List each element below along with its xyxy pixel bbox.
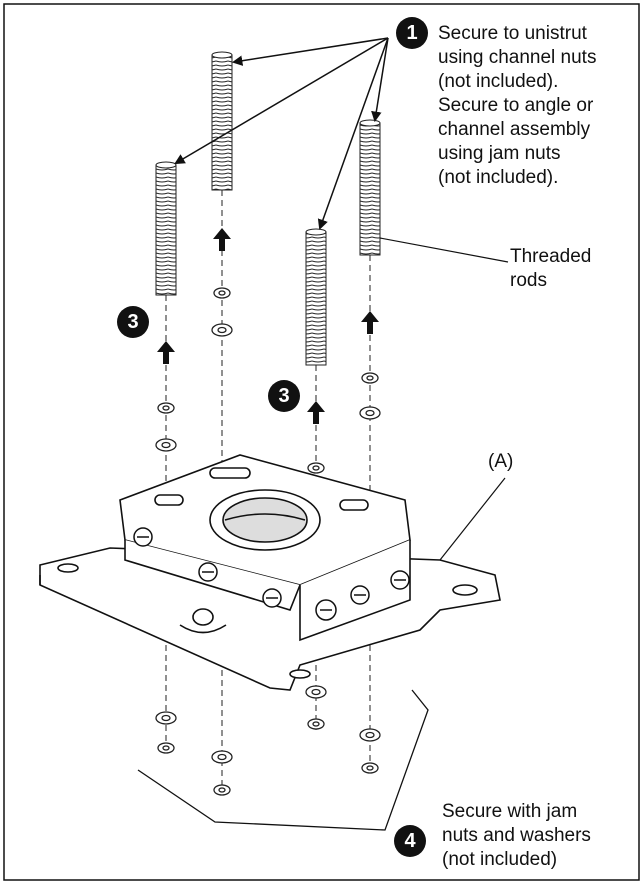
part-a-leader (439, 477, 506, 561)
step4-bracket (137, 689, 429, 831)
step1-badge: 1 (396, 17, 428, 49)
up-arrows (157, 228, 379, 424)
step4-text: Secure with jam nuts and washers (not in… (442, 801, 591, 870)
threaded-rod-1 (211, 51, 233, 191)
step1-text: Secure to unistrut using channel nuts (n… (438, 23, 597, 188)
threaded-rods-label: Threaded rods (510, 246, 592, 291)
threaded-rod-2 (155, 161, 177, 296)
threaded-rod-3 (305, 228, 327, 366)
threaded-rod-4 (359, 119, 381, 256)
step3-center-badge: 3 (268, 380, 300, 412)
step3-left-badge: 3 (117, 306, 149, 338)
threaded-rods-leader (379, 237, 509, 263)
part-a-label: (A) (488, 451, 514, 472)
bracket-bolts (133, 527, 410, 621)
lower-hardware (155, 685, 381, 796)
step1-arrows (174, 37, 389, 230)
step4-badge: 4 (394, 825, 426, 857)
page-border (3, 3, 640, 881)
